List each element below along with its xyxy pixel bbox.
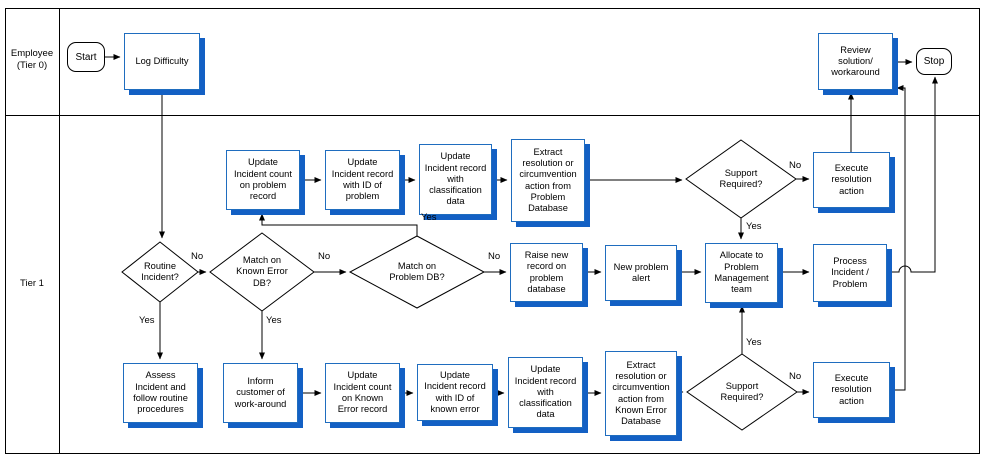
process-assess-incident: Assess Incident and follow routine proce… xyxy=(123,363,198,423)
process-update-incident-id-problem: Update Incident record with ID of proble… xyxy=(325,150,400,210)
edge-label-support-top-yes: Yes xyxy=(746,221,762,232)
edge-label-support-bot-no: No xyxy=(789,371,802,382)
process-raise-new-record: Raise new record on problem database xyxy=(510,243,583,302)
edge-label-support-top-no: No xyxy=(789,160,802,171)
decision-match-problem-db xyxy=(348,235,486,309)
process-incident-problem: Process Incident / Problem xyxy=(813,244,887,302)
decision-routine-incident xyxy=(121,241,199,303)
lane-label-employee-tier0: Employee (Tier 0) xyxy=(10,48,54,71)
decision-match-known-error-db xyxy=(209,232,315,312)
edge-matchpdb-yes-up xyxy=(259,213,418,236)
terminator-start: Start xyxy=(67,42,105,72)
lane-label-tier1: Tier 1 xyxy=(20,278,44,289)
swimlane-outer-border xyxy=(5,8,980,454)
edge-label-matchpdb-no: No xyxy=(488,251,501,262)
process-inform-customer: Inform customer of work-around xyxy=(223,363,298,423)
lane-divider xyxy=(5,115,980,116)
process-execute-resolution-bottom: Execute resolution action xyxy=(813,362,890,418)
process-update-classification-bottom: Update Incident record with classificati… xyxy=(508,357,583,428)
edge-label-routine-no: No xyxy=(191,251,204,262)
process-execute-resolution-top: Execute resolution action xyxy=(813,152,890,208)
process-new-problem-alert: New problem alert xyxy=(605,245,677,301)
process-update-incident-count-problem: Update Incident count on problem record xyxy=(226,150,300,210)
decision-support-required-bottom xyxy=(686,353,798,431)
process-allocate-team: Allocate to Problem Management team xyxy=(705,243,778,303)
process-review-solution: Review solution/ workaround xyxy=(818,33,893,90)
edge-label-matchke-no: No xyxy=(318,251,331,262)
process-log-difficulty: Log Difficulty xyxy=(124,33,200,90)
process-extract-resolution-problem: Extract resolution or circumvention acti… xyxy=(511,139,585,222)
process-update-id-known-error: Update Incident record with ID of known … xyxy=(417,364,493,421)
terminator-stop: Stop xyxy=(916,48,952,75)
edge-label-support-bot-yes: Yes xyxy=(746,337,762,348)
decision-support-required-top xyxy=(685,139,797,219)
edge-label-matchke-yes: Yes xyxy=(266,315,282,326)
edge-execute-bot-to-review xyxy=(890,85,906,391)
process-update-incident-classification-top: Update Incident record with classificati… xyxy=(419,144,492,215)
process-update-count-known-error: Update Incident count on Known Error rec… xyxy=(325,363,400,423)
process-extract-resolution-known-error: Extract resolution or circumvention acti… xyxy=(605,351,677,436)
edge-label-matchpdb-yes: Yes xyxy=(421,212,437,223)
edge-label-routine-yes: Yes xyxy=(139,315,155,326)
edge-process-to-stop xyxy=(887,76,938,273)
lane-label-column-divider xyxy=(59,8,60,454)
